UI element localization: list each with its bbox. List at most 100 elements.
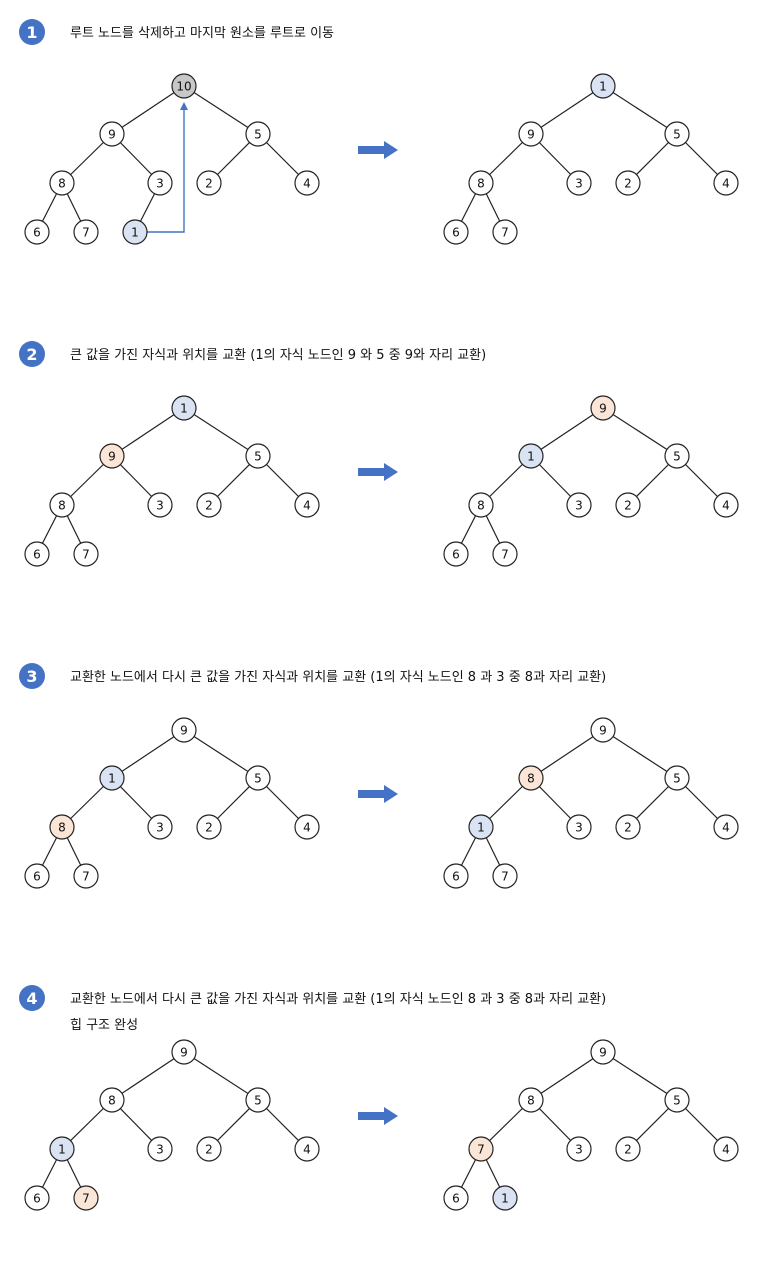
- step-number-badge: [19, 985, 45, 1011]
- tree-node-value: 6: [452, 1192, 460, 1206]
- tree-node: 6: [443, 219, 469, 245]
- tree-node-value: 8: [58, 821, 66, 835]
- tree-node-value: 3: [575, 1143, 583, 1157]
- tree-node-circle: [49, 492, 75, 518]
- tree-node-circle: [171, 73, 197, 99]
- tree-node-circle: [492, 863, 518, 889]
- tree-node: 2: [615, 1136, 641, 1162]
- step-number-badge: [19, 341, 45, 367]
- tree-node-value: 5: [673, 772, 681, 786]
- tree-node-value: 1: [477, 821, 485, 835]
- tree-node-circle: [590, 1039, 616, 1065]
- tree-node-circle: [147, 170, 173, 196]
- tree-node-circle: [122, 219, 148, 245]
- tree-node: 2: [615, 814, 641, 840]
- tree-node-value: 8: [108, 1094, 116, 1108]
- tree-node-value: 3: [575, 821, 583, 835]
- tree-node: 4: [713, 814, 739, 840]
- tree-node: 2: [196, 814, 222, 840]
- tree-node: 7: [468, 1136, 494, 1162]
- tree-node-value: 1: [599, 80, 607, 94]
- step-number: 3: [26, 667, 37, 686]
- tree-edge: [602, 729, 678, 779]
- tree-node: 6: [443, 1185, 469, 1211]
- tree-node: 3: [147, 814, 173, 840]
- tree-node-circle: [24, 1185, 50, 1211]
- tree-node: 3: [147, 170, 173, 196]
- tree-node-value: 5: [673, 128, 681, 142]
- tree-node-value: 6: [33, 548, 41, 562]
- tree-edge: [530, 407, 604, 457]
- tree-node-circle: [590, 73, 616, 99]
- tree-node-value: 8: [58, 499, 66, 513]
- tree-node: 7: [73, 863, 99, 889]
- tree-edge: [111, 1051, 185, 1101]
- move-last-to-root-arrow: [147, 102, 188, 233]
- tree-edge: [111, 85, 185, 135]
- tree-node-circle: [664, 443, 690, 469]
- tree-node-circle: [99, 765, 125, 791]
- tree-node-value: 8: [477, 499, 485, 513]
- tree-edge: [183, 1051, 259, 1101]
- tree-node-value: 1: [501, 1192, 509, 1206]
- tree-node: 6: [443, 541, 469, 567]
- step-number: 1: [26, 23, 37, 42]
- tree-node-value: 8: [477, 177, 485, 191]
- tree-node-value: 3: [156, 499, 164, 513]
- tree-node: 4: [294, 492, 320, 518]
- tree-node-circle: [566, 814, 592, 840]
- tree-node-value: 7: [82, 870, 90, 884]
- tree-node-value: 9: [599, 1046, 607, 1060]
- tree-node-circle: [245, 443, 271, 469]
- tree-node: 3: [566, 814, 592, 840]
- tree-node: 9: [590, 717, 616, 743]
- tree-node-circle: [245, 1087, 271, 1113]
- tree-node-circle: [664, 1087, 690, 1113]
- tree-node-circle: [492, 219, 518, 245]
- tree-edge: [183, 407, 259, 457]
- tree-node: 5: [245, 1087, 271, 1113]
- tree-node-circle: [518, 121, 544, 147]
- tree-node-circle: [664, 765, 690, 791]
- tree-node-circle: [443, 219, 469, 245]
- tree-node: 7: [73, 1185, 99, 1211]
- tree-node: 1: [122, 219, 148, 245]
- step-number-badge: [19, 19, 45, 45]
- tree-edge: [183, 729, 259, 779]
- tree-node-circle: [196, 1136, 222, 1162]
- tree-node-value: 4: [722, 821, 730, 835]
- tree-node-circle: [147, 1136, 173, 1162]
- tree-node-circle: [615, 814, 641, 840]
- tree-node-value: 1: [180, 402, 188, 416]
- tree-node: 6: [443, 863, 469, 889]
- tree-node-value: 10: [176, 80, 191, 94]
- tree-node-circle: [294, 492, 320, 518]
- tree-edge: [111, 729, 185, 779]
- tree-node-value: 7: [501, 226, 509, 240]
- tree-edge: [530, 1051, 604, 1101]
- tree-node: 6: [24, 1185, 50, 1211]
- tree-node: 3: [147, 492, 173, 518]
- tree-node-circle: [171, 395, 197, 421]
- tree-node: 5: [664, 121, 690, 147]
- tree-node: 6: [24, 863, 50, 889]
- tree-node-circle: [518, 443, 544, 469]
- tree-node: 6: [24, 219, 50, 245]
- tree-node: 3: [566, 492, 592, 518]
- tree-node-value: 6: [33, 870, 41, 884]
- tree-node-circle: [147, 814, 173, 840]
- tree-node-value: 5: [254, 1094, 262, 1108]
- tree-node-circle: [713, 170, 739, 196]
- tree-node-circle: [24, 219, 50, 245]
- tree-node-circle: [245, 765, 271, 791]
- tree-node: 8: [468, 170, 494, 196]
- tree-node-circle: [294, 814, 320, 840]
- tree-node-circle: [73, 1185, 99, 1211]
- tree-node-value: 2: [205, 499, 213, 513]
- tree-node-circle: [73, 541, 99, 567]
- tree-node: 8: [99, 1087, 125, 1113]
